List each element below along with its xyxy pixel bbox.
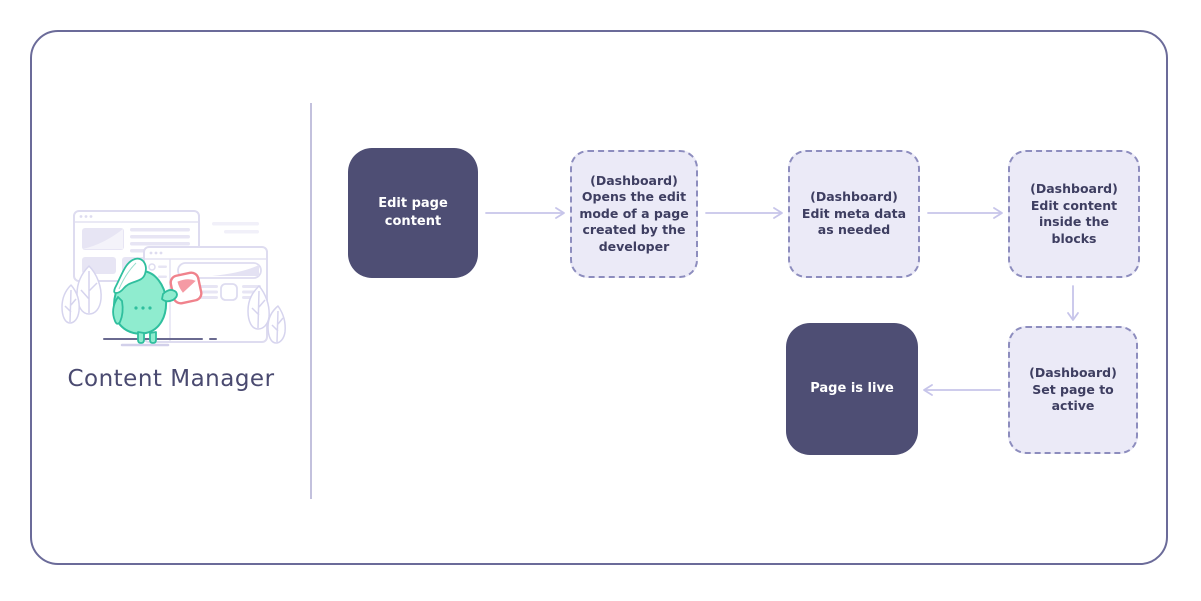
- flow-node-set-page-active: (Dashboard) Set page to active: [1008, 326, 1138, 454]
- flow-node-label: (Dashboard) Opens the edit mode of a pag…: [579, 172, 689, 254]
- leaf-trees: [61, 265, 286, 344]
- arrow-meta-to-content: [927, 207, 1003, 219]
- content-manager-panel: Content Manager: [32, 32, 310, 563]
- flow-node-label: Edit page content: [378, 196, 448, 229]
- red-card: [169, 271, 203, 305]
- flow-node-edit-page-content: Edit page content: [348, 148, 478, 278]
- content-manager-illustration: [61, 210, 286, 347]
- flow-node-label: (Dashboard) Set page to active: [1029, 365, 1117, 414]
- arrow-edit-to-open: [485, 207, 565, 219]
- arrow-active-to-live: [923, 384, 1001, 396]
- flow-node-edit-meta-data: (Dashboard) Edit meta data as needed: [788, 150, 920, 278]
- flow-node-edit-content-blocks: (Dashboard) Edit content inside the bloc…: [1008, 150, 1140, 278]
- flow-node-label: (Dashboard) Edit content inside the bloc…: [1030, 181, 1118, 246]
- flow-node-label: (Dashboard) Edit meta data as needed: [801, 189, 907, 238]
- mascot: [112, 257, 178, 344]
- outer-frame: Content Manager Edit page content (Dashb…: [30, 30, 1168, 565]
- arrow-content-to-active: [1067, 285, 1079, 321]
- flow-node-open-edit-mode: (Dashboard) Opens the edit mode of a pag…: [570, 150, 698, 278]
- background-lines: [212, 222, 259, 234]
- flow-node-label: Page is live: [810, 381, 894, 397]
- arrow-open-to-meta: [705, 207, 783, 219]
- vertical-divider: [310, 103, 312, 499]
- flow-node-page-is-live: Page is live: [786, 323, 918, 455]
- panel-title: Content Manager: [67, 366, 275, 392]
